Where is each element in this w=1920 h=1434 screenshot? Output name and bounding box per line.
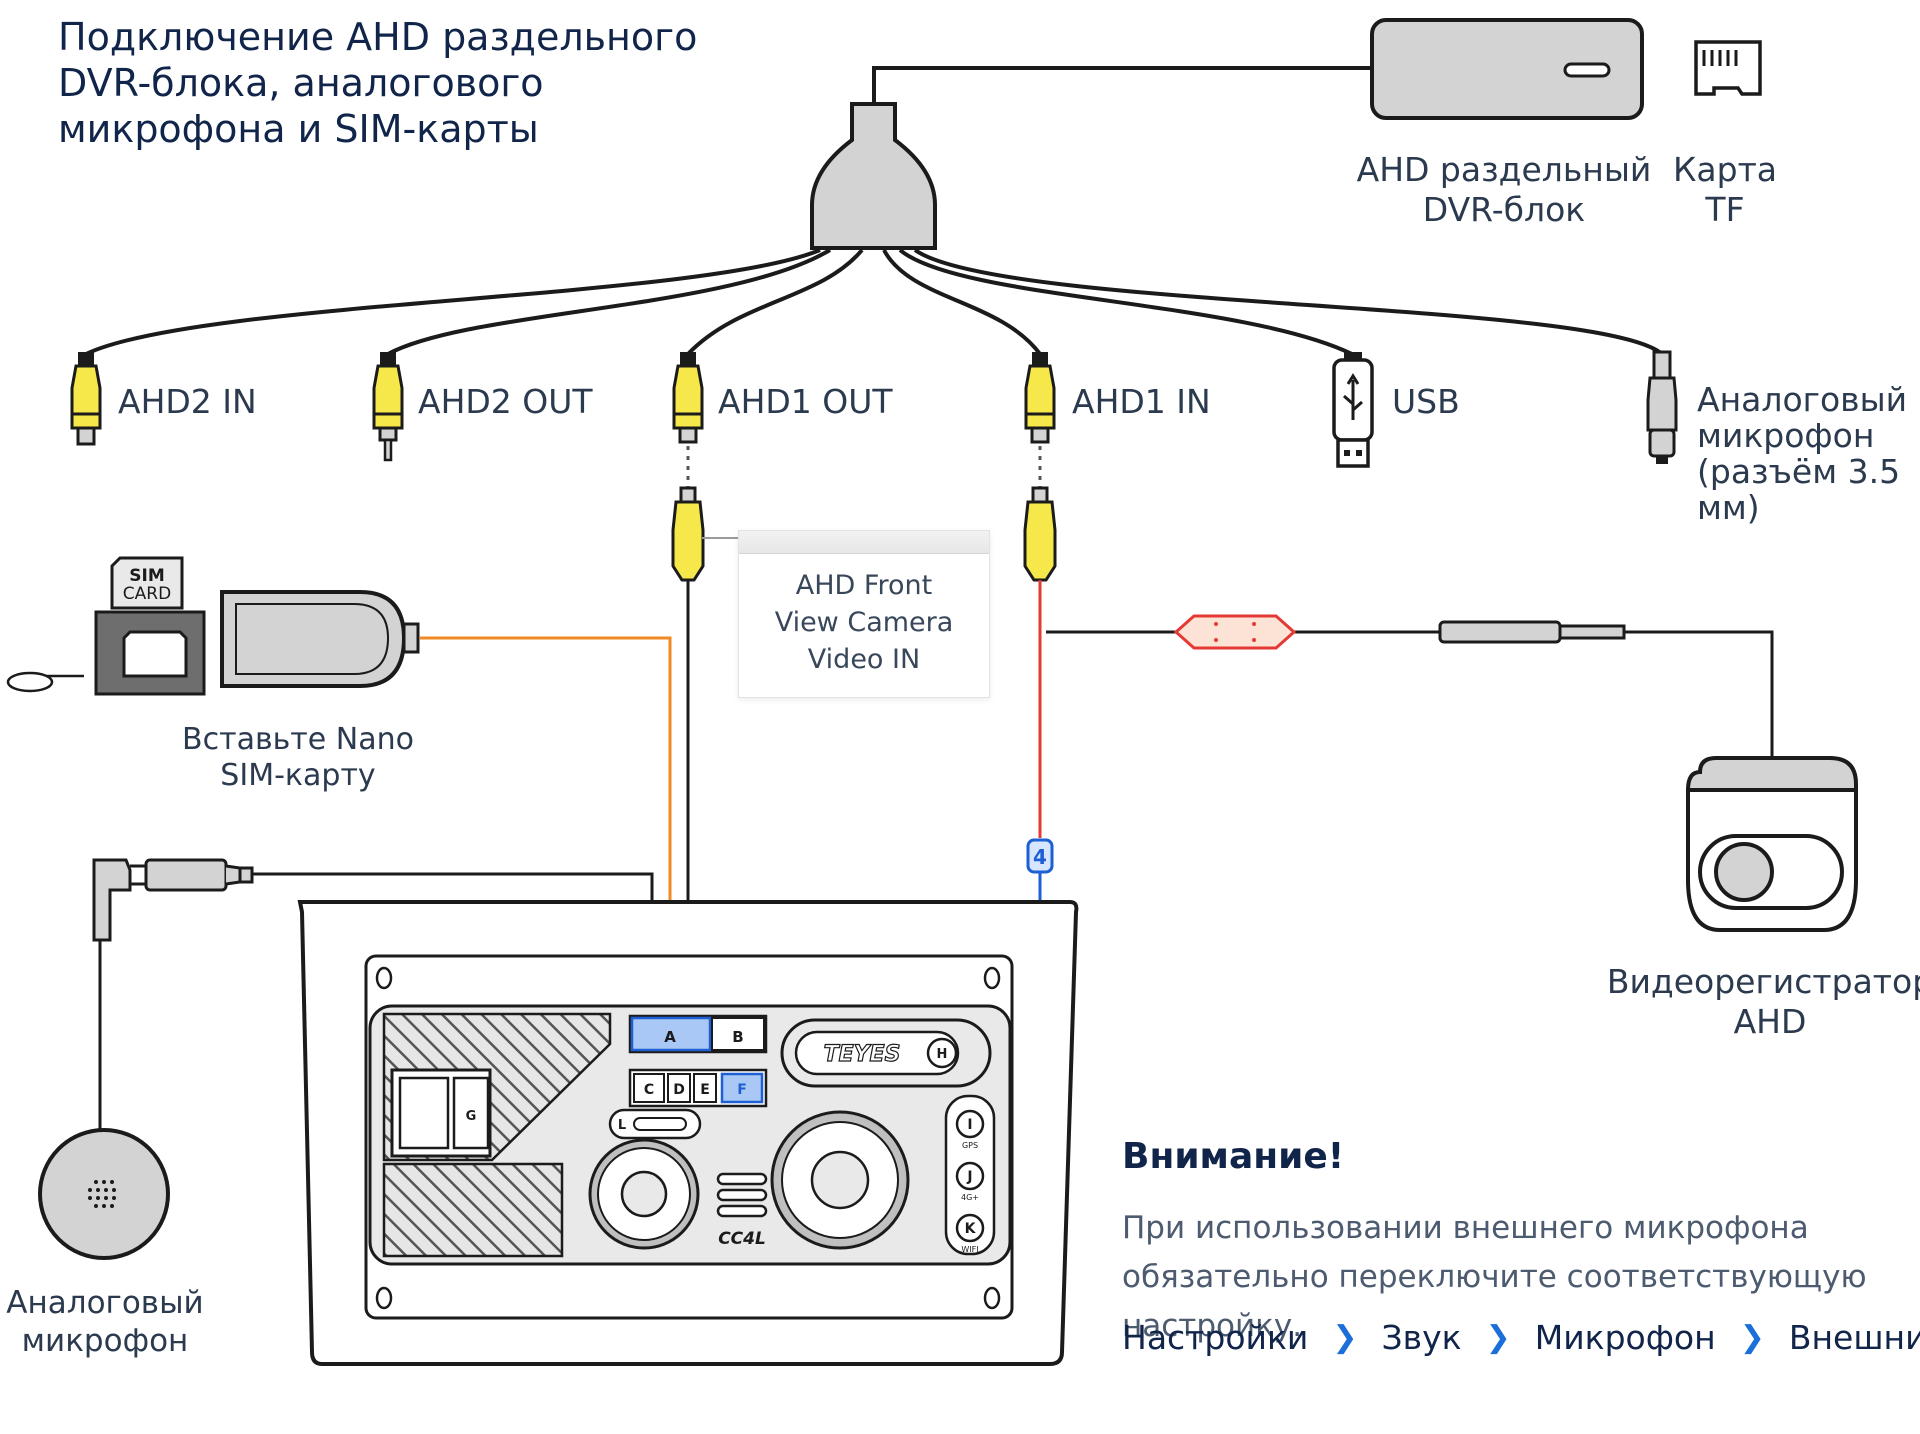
analog-mic-plug-icon	[92, 858, 254, 1130]
sim-adapter-icon	[220, 590, 420, 688]
usb-plug-icon	[1332, 352, 1374, 468]
fan-left-icon	[588, 1138, 700, 1250]
port-a-label: A	[664, 1028, 676, 1046]
sim-card-text: CARD	[123, 584, 171, 604]
analog-mic-label: Аналоговый микрофон	[6, 1285, 204, 1359]
chevron-right-icon: ❯	[1332, 1320, 1358, 1355]
antenna-port-letter: J	[966, 1169, 972, 1185]
port-f-label: F	[737, 1082, 747, 1098]
cable-splitter	[810, 102, 937, 250]
rca-ahd2-out-icon	[372, 352, 404, 462]
sim-eject-pin-icon	[6, 671, 84, 693]
ahd1-in-label: AHD1 IN	[1072, 382, 1211, 421]
ahd1-out-label: AHD1 OUT	[718, 382, 893, 421]
rca-female-front-icon	[671, 486, 705, 582]
rca-ahd2-in-icon	[70, 352, 102, 446]
port-d-label: D	[673, 1082, 685, 1098]
dashcam-cable	[1046, 630, 1774, 760]
attention-text: При использовании внешнего микрофона обя…	[1122, 1210, 1867, 1344]
port-h-label: H	[937, 1047, 948, 1062]
path-step-settings: Настройки	[1122, 1318, 1309, 1357]
analog-mic-jack-label: Аналоговый микрофон (разъём 3.5 мм)	[1697, 380, 1908, 527]
fan-right-icon	[770, 1110, 910, 1250]
attention-heading: Внимание!	[1122, 1136, 1345, 1177]
brand-logo: TEYES	[824, 1042, 901, 1067]
antenna-port-letter: K	[965, 1221, 977, 1237]
page-title: Подключение AHD раздельного DVR-блока, а…	[58, 15, 698, 151]
sim-wire	[420, 636, 672, 1018]
antenna-port-caption: 4G+	[961, 1193, 979, 1202]
antenna-port-i	[955, 1109, 985, 1139]
port-c-label: C	[644, 1082, 654, 1098]
rca-female-dashcam-icon	[1023, 486, 1057, 582]
extension-dots	[686, 446, 1042, 488]
tf-card-icon	[1694, 40, 1762, 96]
antenna-port-letter: I	[967, 1117, 972, 1133]
dashcam-icon	[1685, 756, 1858, 932]
port-b-label: B	[732, 1028, 743, 1046]
path-step-sound: Звук	[1381, 1318, 1462, 1357]
sim-label: Вставьте Nano SIM-карту	[182, 722, 414, 793]
audio-jack-icon	[1646, 350, 1678, 464]
chevron-right-icon: ❯	[1739, 1320, 1765, 1355]
settings-path: Настройки ❯ Звук ❯ Микрофон ❯ Внешний	[1122, 1318, 1920, 1357]
port-g-label: G	[466, 1109, 477, 1124]
ahd2-in-label: AHD2 IN	[118, 382, 257, 421]
port-l-label: L	[618, 1118, 626, 1133]
splitter-cables	[85, 66, 1664, 356]
model-label: CC4L	[718, 1229, 766, 1249]
sim-card-icon: SIM CARD	[110, 556, 184, 610]
tf-card-label: Карта TF	[1672, 150, 1778, 229]
inline-fuse-icon	[1173, 614, 1297, 650]
analog-mic-icon	[38, 1128, 170, 1260]
antenna-port-caption: GPS	[962, 1141, 978, 1150]
wire-badge-number: 4	[1033, 845, 1047, 869]
dvr-unit	[1370, 18, 1644, 120]
sim-card-text: SIM	[129, 566, 165, 586]
dashcam-label: Видеорегистратор AHD	[1606, 962, 1920, 1041]
ahd2-out-label: AHD2 OUT	[418, 382, 593, 421]
front-camera-info-box: AHD Front View Camera Video IN	[738, 530, 990, 698]
path-step-external: Внешний	[1788, 1318, 1920, 1357]
antenna-port-caption: WIFI	[961, 1245, 978, 1254]
rca-ahd1-in-icon	[1024, 352, 1056, 444]
head-unit: G A B C D E F L TEYES H I GPS J 4G+ K WIFI	[297, 900, 1079, 1366]
sim-tray-icon	[94, 610, 206, 696]
inline-connector-icon	[1438, 620, 1626, 644]
usb-label: USB	[1392, 382, 1460, 421]
port-e-label: E	[700, 1082, 710, 1098]
antenna-port-k	[955, 1213, 985, 1243]
path-step-microphone: Микрофон	[1534, 1318, 1716, 1357]
rca-ahd1-out-icon	[672, 352, 704, 444]
antenna-port-j	[955, 1161, 985, 1191]
chevron-right-icon: ❯	[1485, 1320, 1511, 1355]
wire-number-badge: 4	[1026, 838, 1054, 874]
dvr-unit-label: AHD раздельный DVR-блок	[1356, 150, 1652, 229]
